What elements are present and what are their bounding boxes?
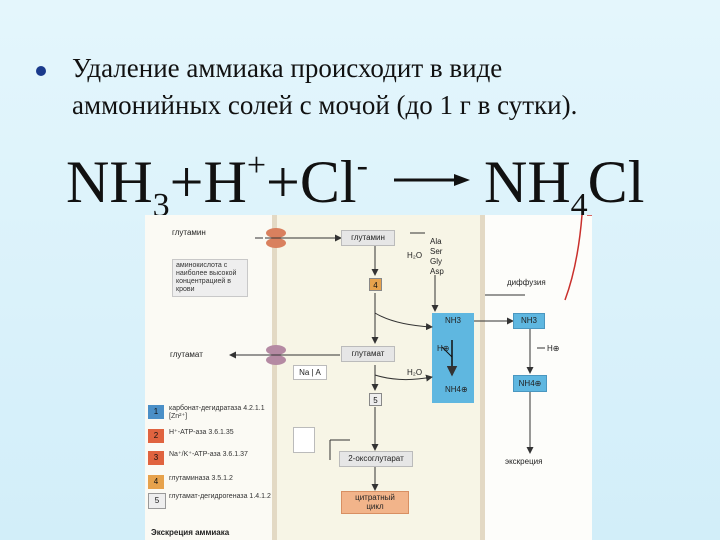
nh3-cell-label: NH3 bbox=[445, 316, 462, 325]
nh4-cell-label: NH4⊕ bbox=[445, 385, 468, 394]
nh4-lumen-box: NH4⊕ bbox=[513, 375, 547, 392]
ammonia-excretion-diagram: глутамин глутамин аминокислота с наиболе… bbox=[145, 215, 592, 540]
legend-num-4: 4 bbox=[148, 475, 164, 489]
amino-acid-note: аминокислота с наиболее высокой концентр… bbox=[172, 259, 248, 297]
cofactor-box bbox=[293, 427, 315, 453]
eq-cl-charge: - bbox=[356, 147, 368, 184]
glutamate-blood-label: глутамат bbox=[170, 350, 203, 359]
bullet-icon bbox=[36, 66, 46, 76]
eq-h-charge: + bbox=[246, 147, 267, 184]
bullet-text: Удаление аммиака происходит в виде аммон… bbox=[72, 50, 712, 124]
glutamine-blood-label: глутамин bbox=[172, 228, 206, 237]
glutamine-cell-box: глутамин bbox=[341, 230, 395, 246]
na-transport-box: Na | A bbox=[293, 365, 327, 380]
bullet-line-1: Удаление аммиака происходит в виде bbox=[72, 53, 503, 83]
a-label: A bbox=[315, 368, 321, 377]
amino-acid-list: Ala Ser Gly Asp bbox=[430, 237, 444, 276]
legend-num-5: 5 bbox=[148, 493, 166, 509]
enzyme-4-badge: 4 bbox=[369, 278, 382, 291]
legend-text-4: глутаминаза 3.5.1.2 bbox=[169, 475, 233, 482]
diagram-caption: Экскреция аммиака bbox=[151, 528, 230, 537]
eq-arrow bbox=[394, 174, 470, 186]
excretion-label: экскреция bbox=[505, 457, 543, 466]
eq-h: H bbox=[203, 149, 247, 215]
glutamate-cell-box: глутамат bbox=[341, 346, 395, 362]
bullet-line-2: аммонийных солей с мочой (до 1 г в сутки… bbox=[72, 90, 578, 120]
legend-text-5: глутамат-дегидрогеназа 1.4.1.2 bbox=[169, 493, 271, 500]
h-cell-label: H⊕ bbox=[437, 344, 450, 353]
legend-text-2: H⁺-ATP-аза 3.6.1.35 bbox=[169, 429, 234, 436]
nh3-lumen-box: NH3 bbox=[513, 313, 545, 329]
eq-sub3: 3 bbox=[152, 187, 170, 224]
equation-product: NH4Cl bbox=[484, 148, 645, 224]
h-lumen-label: H⊕ bbox=[547, 344, 560, 353]
eq-plus1: + bbox=[169, 149, 204, 215]
eq-nh3: NH bbox=[66, 149, 153, 215]
legend: 1 карбонат-дегидратаза 4.2.1.1 [Zn²⁺] 2 … bbox=[145, 405, 285, 530]
equation: NH3+H++Cl- bbox=[66, 147, 368, 224]
eq-sub4: 4 bbox=[570, 187, 588, 224]
enzyme-5-badge: 5 bbox=[369, 393, 382, 406]
legend-text-3: Na⁺/K⁺-ATP-аза 3.6.1.37 bbox=[169, 451, 248, 458]
eq-cl: Cl bbox=[299, 149, 357, 215]
eq-cl2: Cl bbox=[587, 149, 645, 215]
citric-cycle-line2: цикл bbox=[366, 502, 384, 511]
diffusion-label: диффузия bbox=[507, 278, 546, 287]
legend-num-3: 3 bbox=[148, 451, 164, 465]
citric-cycle-box: цитратный цикл bbox=[341, 491, 409, 514]
legend-num-2: 2 bbox=[148, 429, 164, 443]
h2o-top-label: H₂O bbox=[407, 251, 423, 260]
h2o-mid-label: H₂O bbox=[407, 368, 423, 377]
legend-num-1: 1 bbox=[148, 405, 164, 419]
oxoglutarate-box: 2-оксоглутарат bbox=[339, 451, 413, 467]
citric-cycle-line1: цитратный bbox=[355, 493, 395, 502]
eq-nh4: NH bbox=[484, 149, 571, 215]
na-label: Na bbox=[299, 368, 310, 377]
eq-plus2: + bbox=[266, 149, 300, 215]
legend-text-1: карбонат-дегидратаза 4.2.1.1 [Zn²⁺] bbox=[169, 405, 265, 420]
